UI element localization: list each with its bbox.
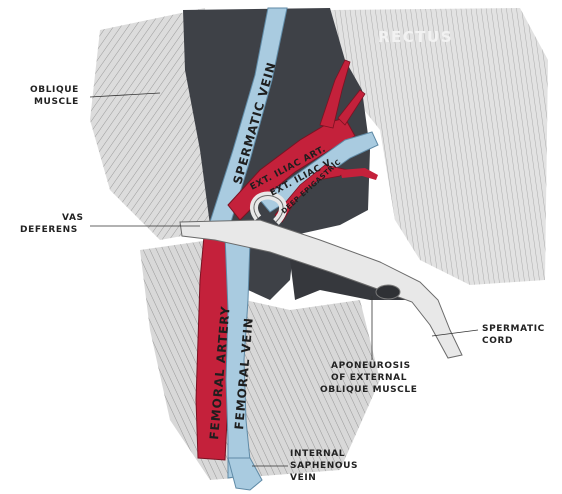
oblique-label-line1: OBLIQUE xyxy=(30,85,79,95)
spermatic-cord-label-line2: CORD xyxy=(482,336,513,346)
rectus-muscle-region xyxy=(330,8,548,285)
oblique-label-line2: MUSCLE xyxy=(34,97,79,107)
oblique-muscle-region xyxy=(90,8,215,240)
vas-label-line2: DEFERENS xyxy=(20,225,78,235)
saphenous-label-line3: VEIN xyxy=(290,473,316,483)
rectus-label: RECTUS xyxy=(378,28,453,46)
saphenous-label-line1: INTERNAL xyxy=(290,449,345,459)
vas-label-line1: VAS xyxy=(62,213,84,223)
aponeurosis-label-line3: OBLIQUE MUSCLE xyxy=(320,385,417,395)
saphenous-label-line2: SAPHENOUS xyxy=(290,461,358,471)
leader-oblique xyxy=(89,92,161,98)
aponeurosis-label-line1: APONEUROSIS xyxy=(331,361,411,371)
aponeurosis-label-line2: OF EXTERNAL xyxy=(331,373,407,383)
leader-spermatic-cord xyxy=(431,329,479,337)
spermatic-cord-label-line1: SPERMATIC xyxy=(482,324,545,334)
external-ring xyxy=(375,284,401,300)
spermatic-cord-band xyxy=(179,219,463,359)
artery-branch xyxy=(319,59,366,129)
epigastric-branch xyxy=(340,168,378,180)
